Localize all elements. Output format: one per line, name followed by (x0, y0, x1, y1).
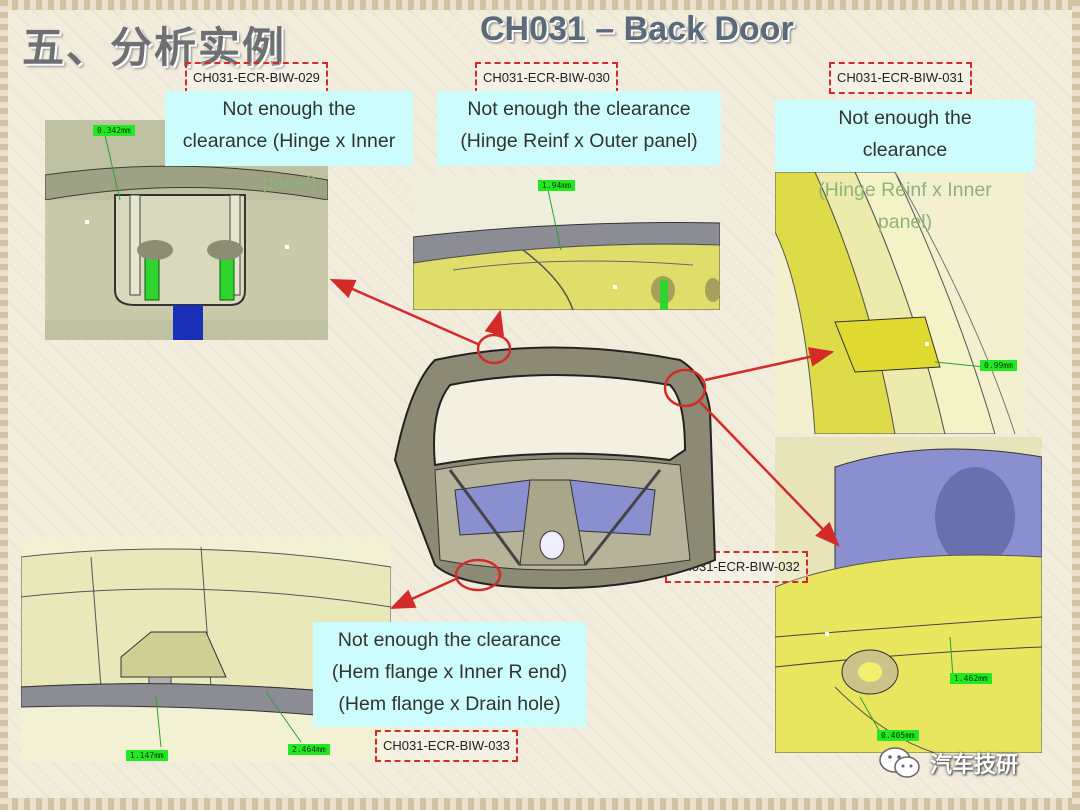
watermark: 汽车技研 (878, 745, 1018, 781)
note-line: (Hem flange x Inner R end) (331, 661, 568, 683)
note-line: clearance (862, 139, 948, 161)
measure-label: 1.147mm (126, 750, 168, 761)
arrow-to-030 (484, 309, 504, 337)
case-note-029: Not enough the clearance (Hinge x Inner (165, 91, 413, 166)
case-code-033: CH031-ECR-BIW-033 (375, 730, 518, 762)
callout-circle-031-032 (663, 368, 707, 408)
case-note-029-overflow: panel) (262, 172, 318, 194)
note-line: Not enough the (222, 98, 356, 120)
measure-label: 0.99mm (980, 360, 1017, 371)
decorative-border-top (0, 0, 1080, 10)
panel-032-drawing (775, 437, 1042, 753)
measure-label: 1.462mm (950, 673, 992, 684)
measure-label: 0.342mm (93, 125, 135, 136)
cad-view-hinge-029: 0.342mm (45, 120, 328, 340)
arrow-to-033 (389, 576, 459, 610)
case-code-031: CH031-ECR-BIW-031 (829, 62, 972, 94)
decorative-border-right (1072, 0, 1080, 810)
note-line: Not enough the clearance (337, 629, 562, 651)
hinge-029-drawing (45, 120, 328, 340)
back-door-overview (393, 346, 717, 590)
case-note-030: Not enough the clearance (Hinge Reinf x … (437, 91, 721, 166)
note-line: clearance (Hinge x Inner (182, 130, 396, 152)
note-line: (Hinge Reinf x Outer panel) (460, 130, 698, 152)
arrow-to-031 (704, 347, 835, 382)
hinge-reinf-030-drawing (413, 175, 720, 310)
note-line: Not enough the clearance (467, 98, 691, 120)
note-line: (Hem flange x Drain hole) (338, 693, 561, 715)
slide-subtitle: CH031 – Back Door (480, 10, 794, 48)
wechat-icon (879, 747, 920, 778)
note-line: Not enough the (838, 107, 972, 129)
cad-view-hinge-reinf-inner-031: 0.99mm (775, 172, 1025, 434)
measure-label: 0.405mm (877, 730, 919, 741)
measure-label: 1.94mm (538, 180, 575, 191)
case-note-031: Not enough the clearance (775, 100, 1035, 172)
callout-circle-033 (454, 558, 502, 592)
arrow-to-032 (699, 401, 840, 547)
decorative-border-bottom (0, 798, 1080, 810)
watermark-text: 汽车技研 (930, 752, 1019, 777)
callout-circle-029-030 (476, 333, 512, 365)
cad-view-032: 1.462mm 0.405mm (775, 437, 1042, 753)
measure-label: 2.464mm (288, 744, 330, 755)
hinge-reinf-inner-031-drawing (775, 172, 1025, 434)
case-note-033: Not enough the clearance (Hem flange x I… (313, 622, 586, 727)
cad-view-hinge-reinf-030: 1.94mm (413, 175, 720, 310)
arrow-to-029 (329, 278, 481, 347)
case-note-031-overflow: (Hinge Reinf x Inner panel) (818, 179, 992, 233)
decorative-border-left (0, 0, 8, 810)
